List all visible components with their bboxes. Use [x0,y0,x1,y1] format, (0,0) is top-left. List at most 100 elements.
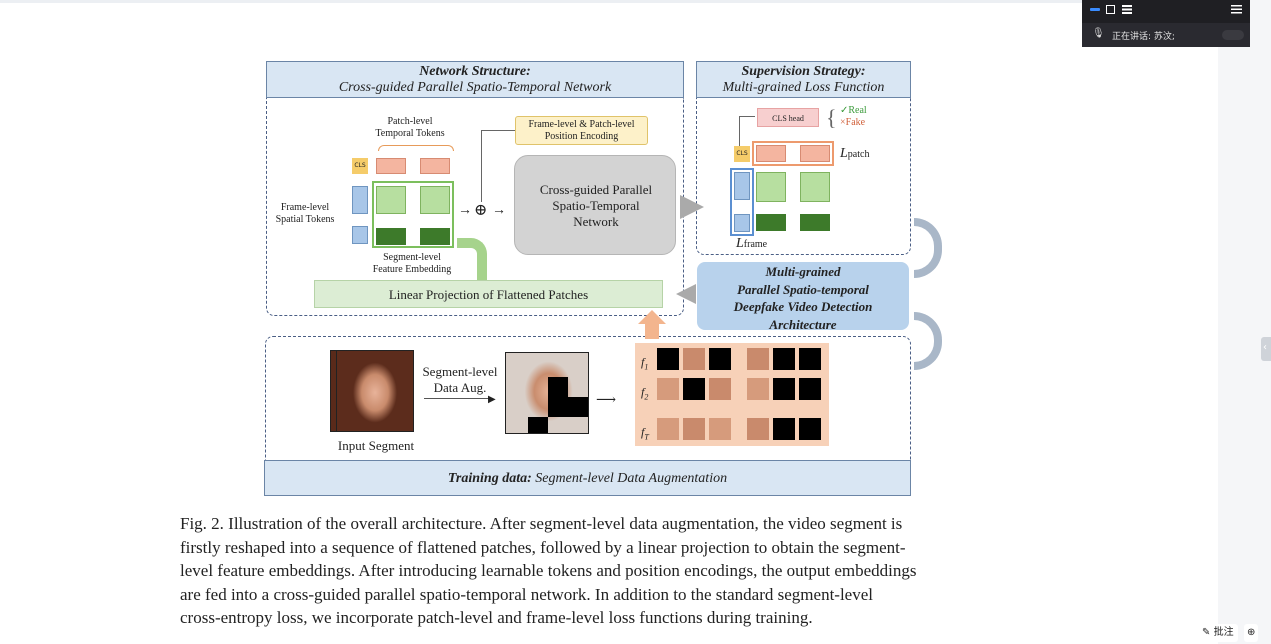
patch [747,348,769,370]
patch-level-tokens-label: Patch-level Temporal Tokens [375,116,445,139]
patch [709,348,731,370]
embedding-cell [420,186,450,214]
architecture-title: Multi-grained Parallel Spatio-temporal D… [733,264,873,332]
connector-line [739,116,755,146]
network-header: Network Structure: Cross-guided Parallel… [266,61,684,98]
architecture-box: Multi-grained Parallel Spatio-temporal D… [697,262,909,332]
caption-line: Fig. 2. Illustration of the overall arch… [180,514,903,533]
caption-line: level feature embeddings. After introduc… [180,561,917,581]
patch-loss-group [752,141,834,166]
annotate-button[interactable]: ✎ 批注 [1198,624,1238,642]
fT-label: fT [641,425,649,442]
training-suffix: Segment-level Data Augmentation [535,471,728,486]
patch [773,418,795,440]
patch [747,418,769,440]
patch [683,348,705,370]
curved-arrow-icon [914,218,942,278]
patch [657,348,679,370]
cls-token: CLS [352,158,368,174]
patch [747,378,769,400]
curved-arrow-icon [914,312,942,370]
linear-projection-label: Linear Projection of Flattened Patches [388,287,589,302]
connector-line [481,130,515,202]
spatial-token [734,214,750,232]
patch [657,418,679,440]
brace-left: { [826,105,837,130]
spatial-token [734,172,750,200]
linear-projection-box: Linear Projection of Flattened Patches [314,280,663,308]
green-arrow-icon [457,238,487,280]
l-patch-label: Lpatch [840,146,870,161]
l-frame-label: Lframe [736,236,768,251]
mic-icon[interactable]: 🎙 [1092,28,1105,39]
embedding-grid [372,181,454,248]
embedding-cell [800,172,830,202]
annotate-label: 批注 [1213,627,1234,638]
supervision-header: Supervision Strategy: Multi-grained Loss… [696,61,911,98]
cross-guided-label: Cross-guided Parallel Spatio-Temporal Ne… [539,182,653,229]
patch [799,378,821,400]
input-segment-label: Input Segment [337,438,415,453]
patch [683,378,705,400]
figure-caption: Fig. 2. Illustration of the overall arch… [180,512,1032,630]
embedding-cell [420,228,450,245]
segment-feature-label: Segment-level Feature Embedding [372,252,452,275]
cls-head-box: CLS head [757,108,819,127]
caption-line: firstly reshaped into a sequence of flat… [180,537,906,557]
cls-head-label: CLS head [772,114,804,123]
network-header-title: Network Structure: [419,64,531,79]
right-gutter [1218,0,1271,644]
speaking-bar: 🎙 正在讲话: 苏汶; [1082,23,1250,47]
fake-label: ×Fake [840,117,866,128]
temporal-token [420,158,450,174]
window-icon[interactable] [1106,5,1115,14]
minimize-icon[interactable] [1090,8,1100,11]
position-encoding-box: Frame-level & Patch-level Position Encod… [515,116,648,145]
temporal-token [800,145,830,162]
segment-aug-label: Segment-level Data Aug. [422,364,498,395]
temporal-token [376,158,406,174]
augmented-cube [505,352,589,434]
network-header-subtitle: Cross-guided Parallel Spatio-Temporal Ne… [338,80,612,95]
brace [378,145,454,151]
spatial-token [352,186,368,214]
patch [709,418,731,440]
caption-line: cross-entropy loss, we incorporate patch… [180,608,813,628]
menu-icon[interactable] [1231,5,1242,14]
supervision-header-title: Supervision Strategy: [741,64,866,79]
cls-label: CLS [354,162,366,169]
arrow-left-icon [676,284,696,304]
patch [799,418,821,440]
list-icon[interactable] [1122,5,1132,14]
signal-icon [1222,30,1244,40]
frame-level-tokens-label: Frame-level Spatial Tokens [275,202,335,225]
patch [683,418,705,440]
real-label: ✓Real [840,105,867,116]
arrow-right-icon: → [492,203,506,218]
pen-icon: ✎ [1202,627,1211,638]
f2-label: f2 [641,385,649,402]
zoom-button[interactable]: ⊕ [1244,624,1259,642]
zoom-icon: ⊕ [1247,627,1256,638]
patch [799,348,821,370]
f1-label: f1 [641,355,649,372]
frame-loss-group [730,168,754,236]
patch [773,348,795,370]
side-panel-handle[interactable]: ‹ [1261,337,1271,361]
arrow-up-icon [638,310,666,324]
training-footer: Training data: Segment-level Data Augmen… [264,460,911,496]
plus-circle-icon: ⊕ [474,202,488,219]
embedding-cell [376,186,406,214]
spatial-token [352,226,368,244]
patch [709,378,731,400]
supervision-header-subtitle: Multi-grained Loss Function [722,80,885,95]
face-image [336,350,414,432]
caption-line: are fed into a cross-guided parallel spa… [180,584,873,604]
chevron-left-icon: ‹ [1263,342,1267,353]
speaking-label: 正在讲话: 苏汶; [1112,32,1175,42]
embedding-cell [800,214,830,231]
embedding-cell [376,228,406,245]
supervision-panel [696,98,911,255]
temporal-token [756,145,786,162]
embedding-cell [756,172,786,202]
